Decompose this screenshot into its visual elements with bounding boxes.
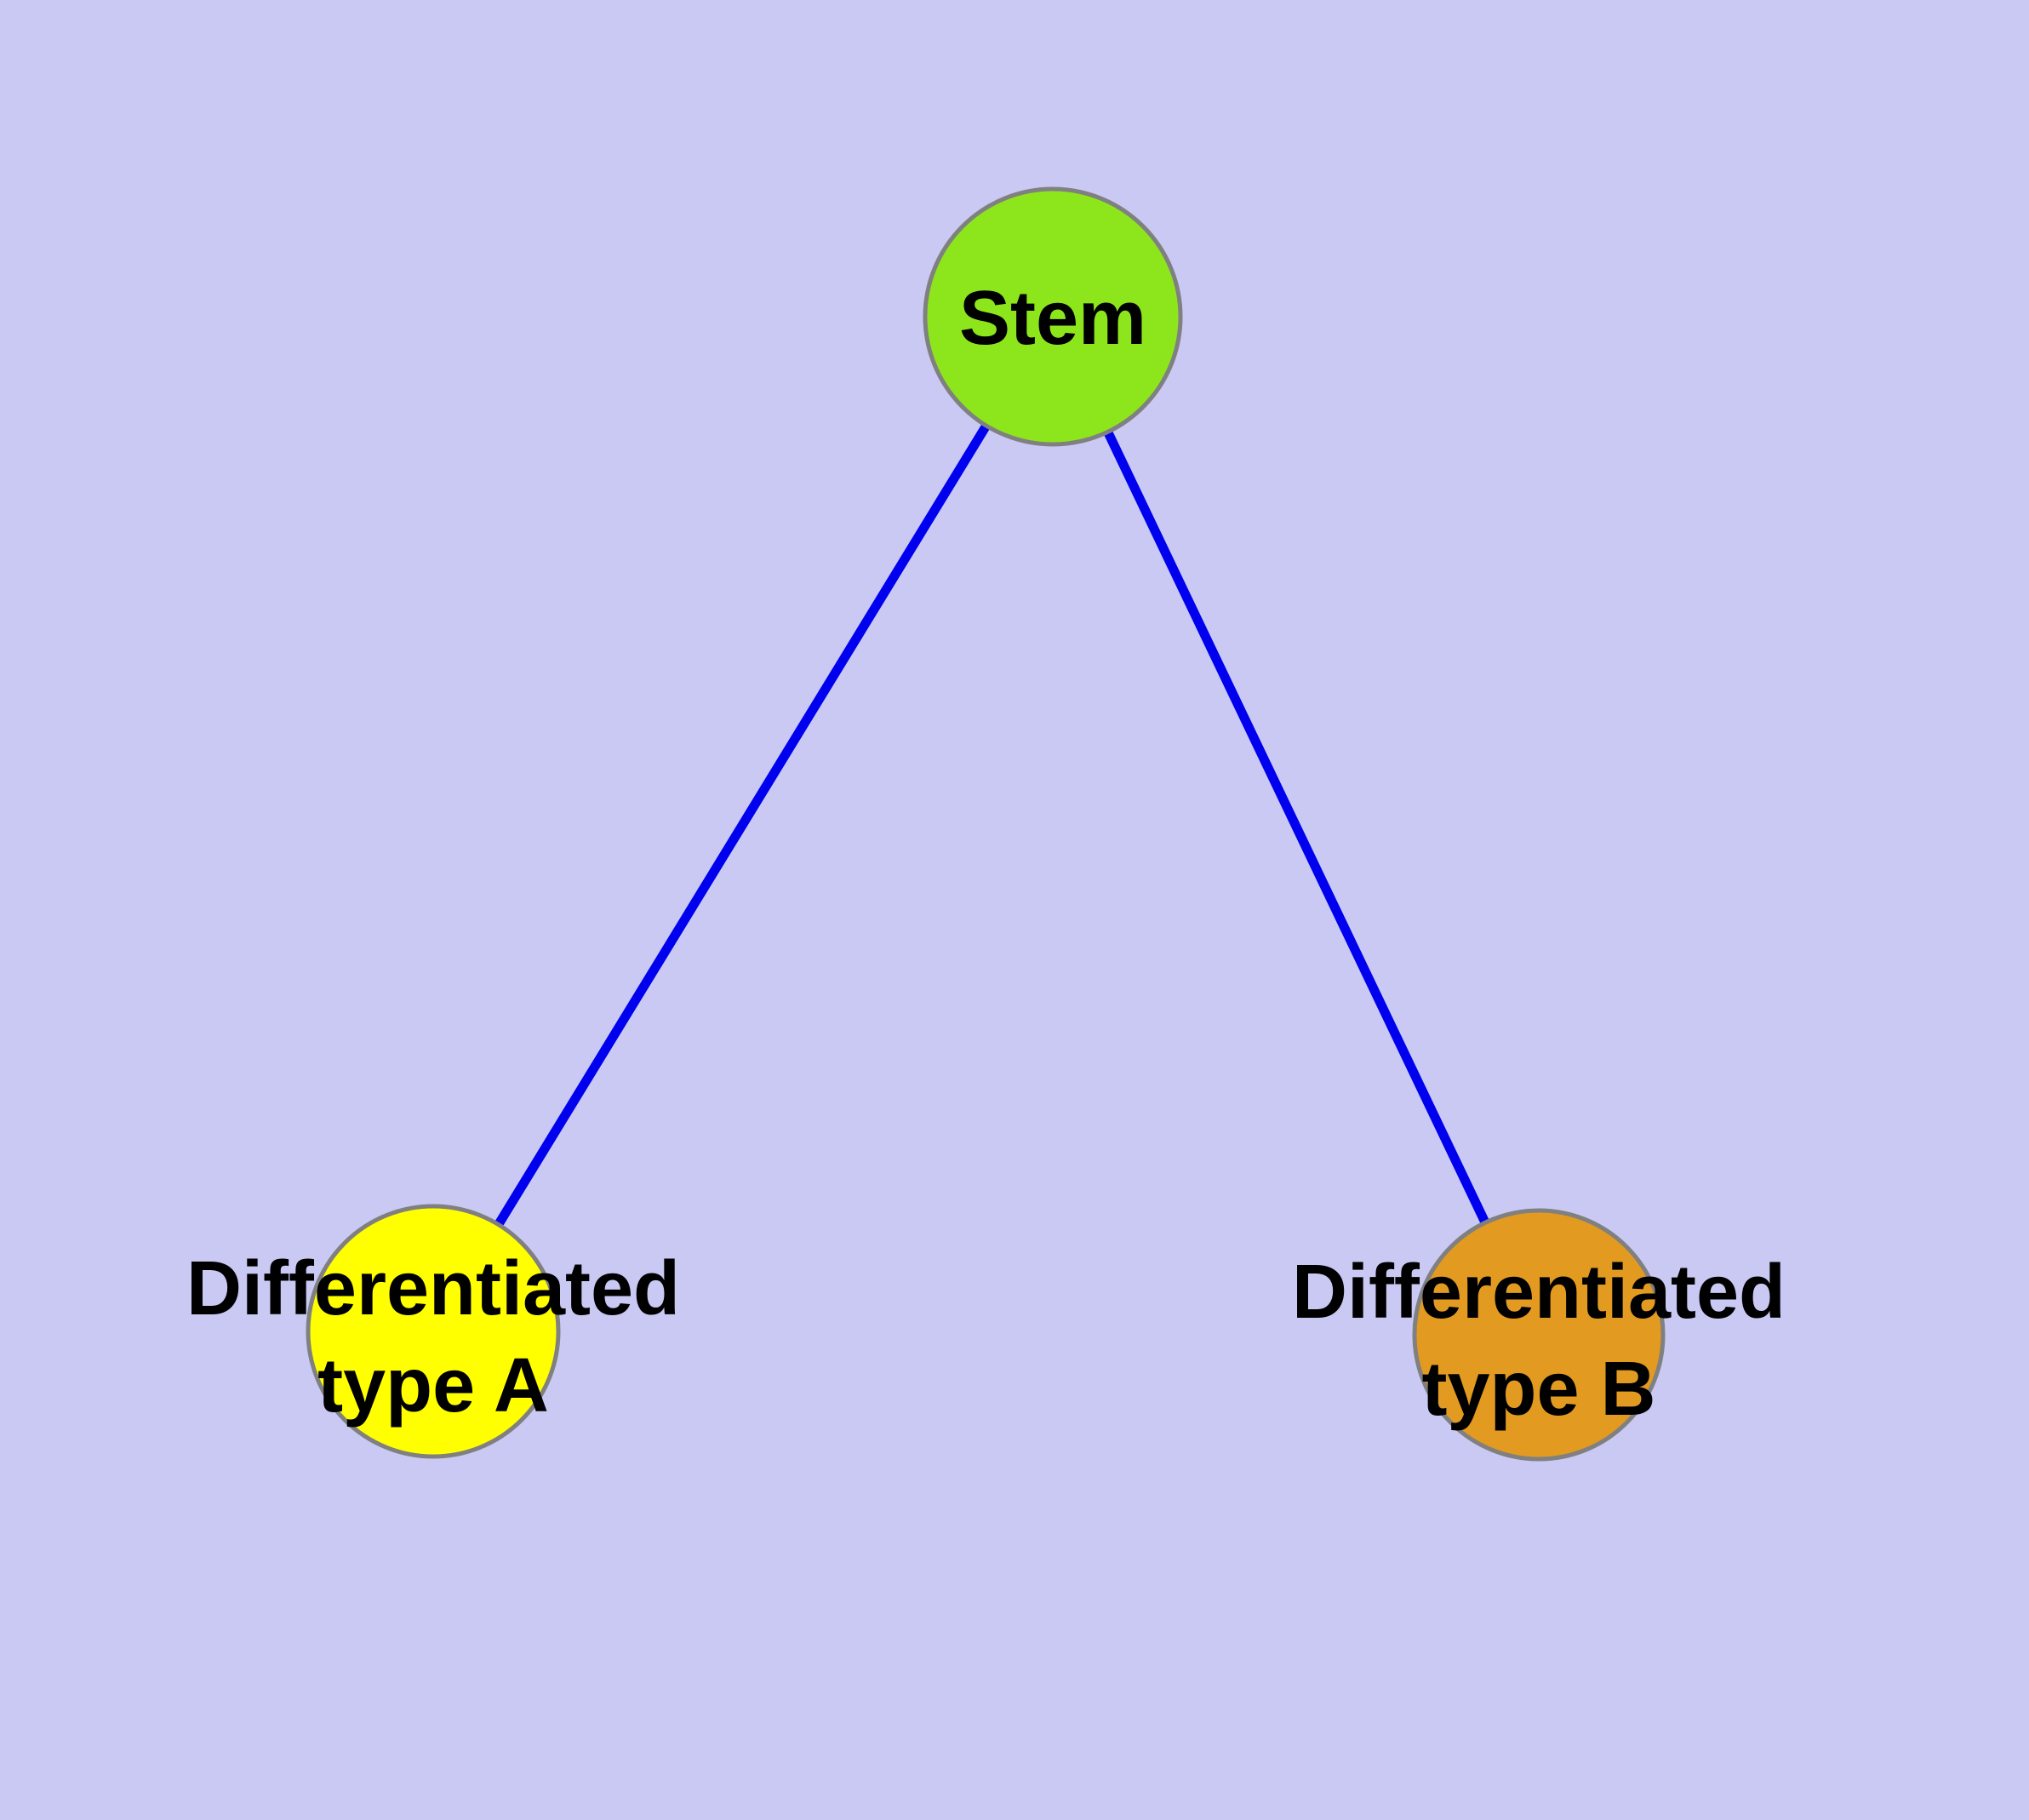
- node-differentiated-type-b[interactable]: [1412, 1208, 1666, 1462]
- node-stem-label: Stem: [959, 276, 1146, 361]
- node-type-b-label-line1: Differentiated: [1292, 1250, 1786, 1335]
- edge-stem-to-type-b[interactable]: [1049, 314, 1543, 1337]
- node-differentiated-type-a[interactable]: [306, 1204, 561, 1459]
- node-stem[interactable]: [923, 186, 1183, 447]
- edge-stem-to-type-a[interactable]: [429, 314, 1057, 1334]
- node-type-a-label-line2: type A: [317, 1343, 549, 1428]
- node-type-a-label-line1: Differentiated: [186, 1246, 680, 1331]
- node-type-b-label-line2: type B: [1421, 1347, 1655, 1432]
